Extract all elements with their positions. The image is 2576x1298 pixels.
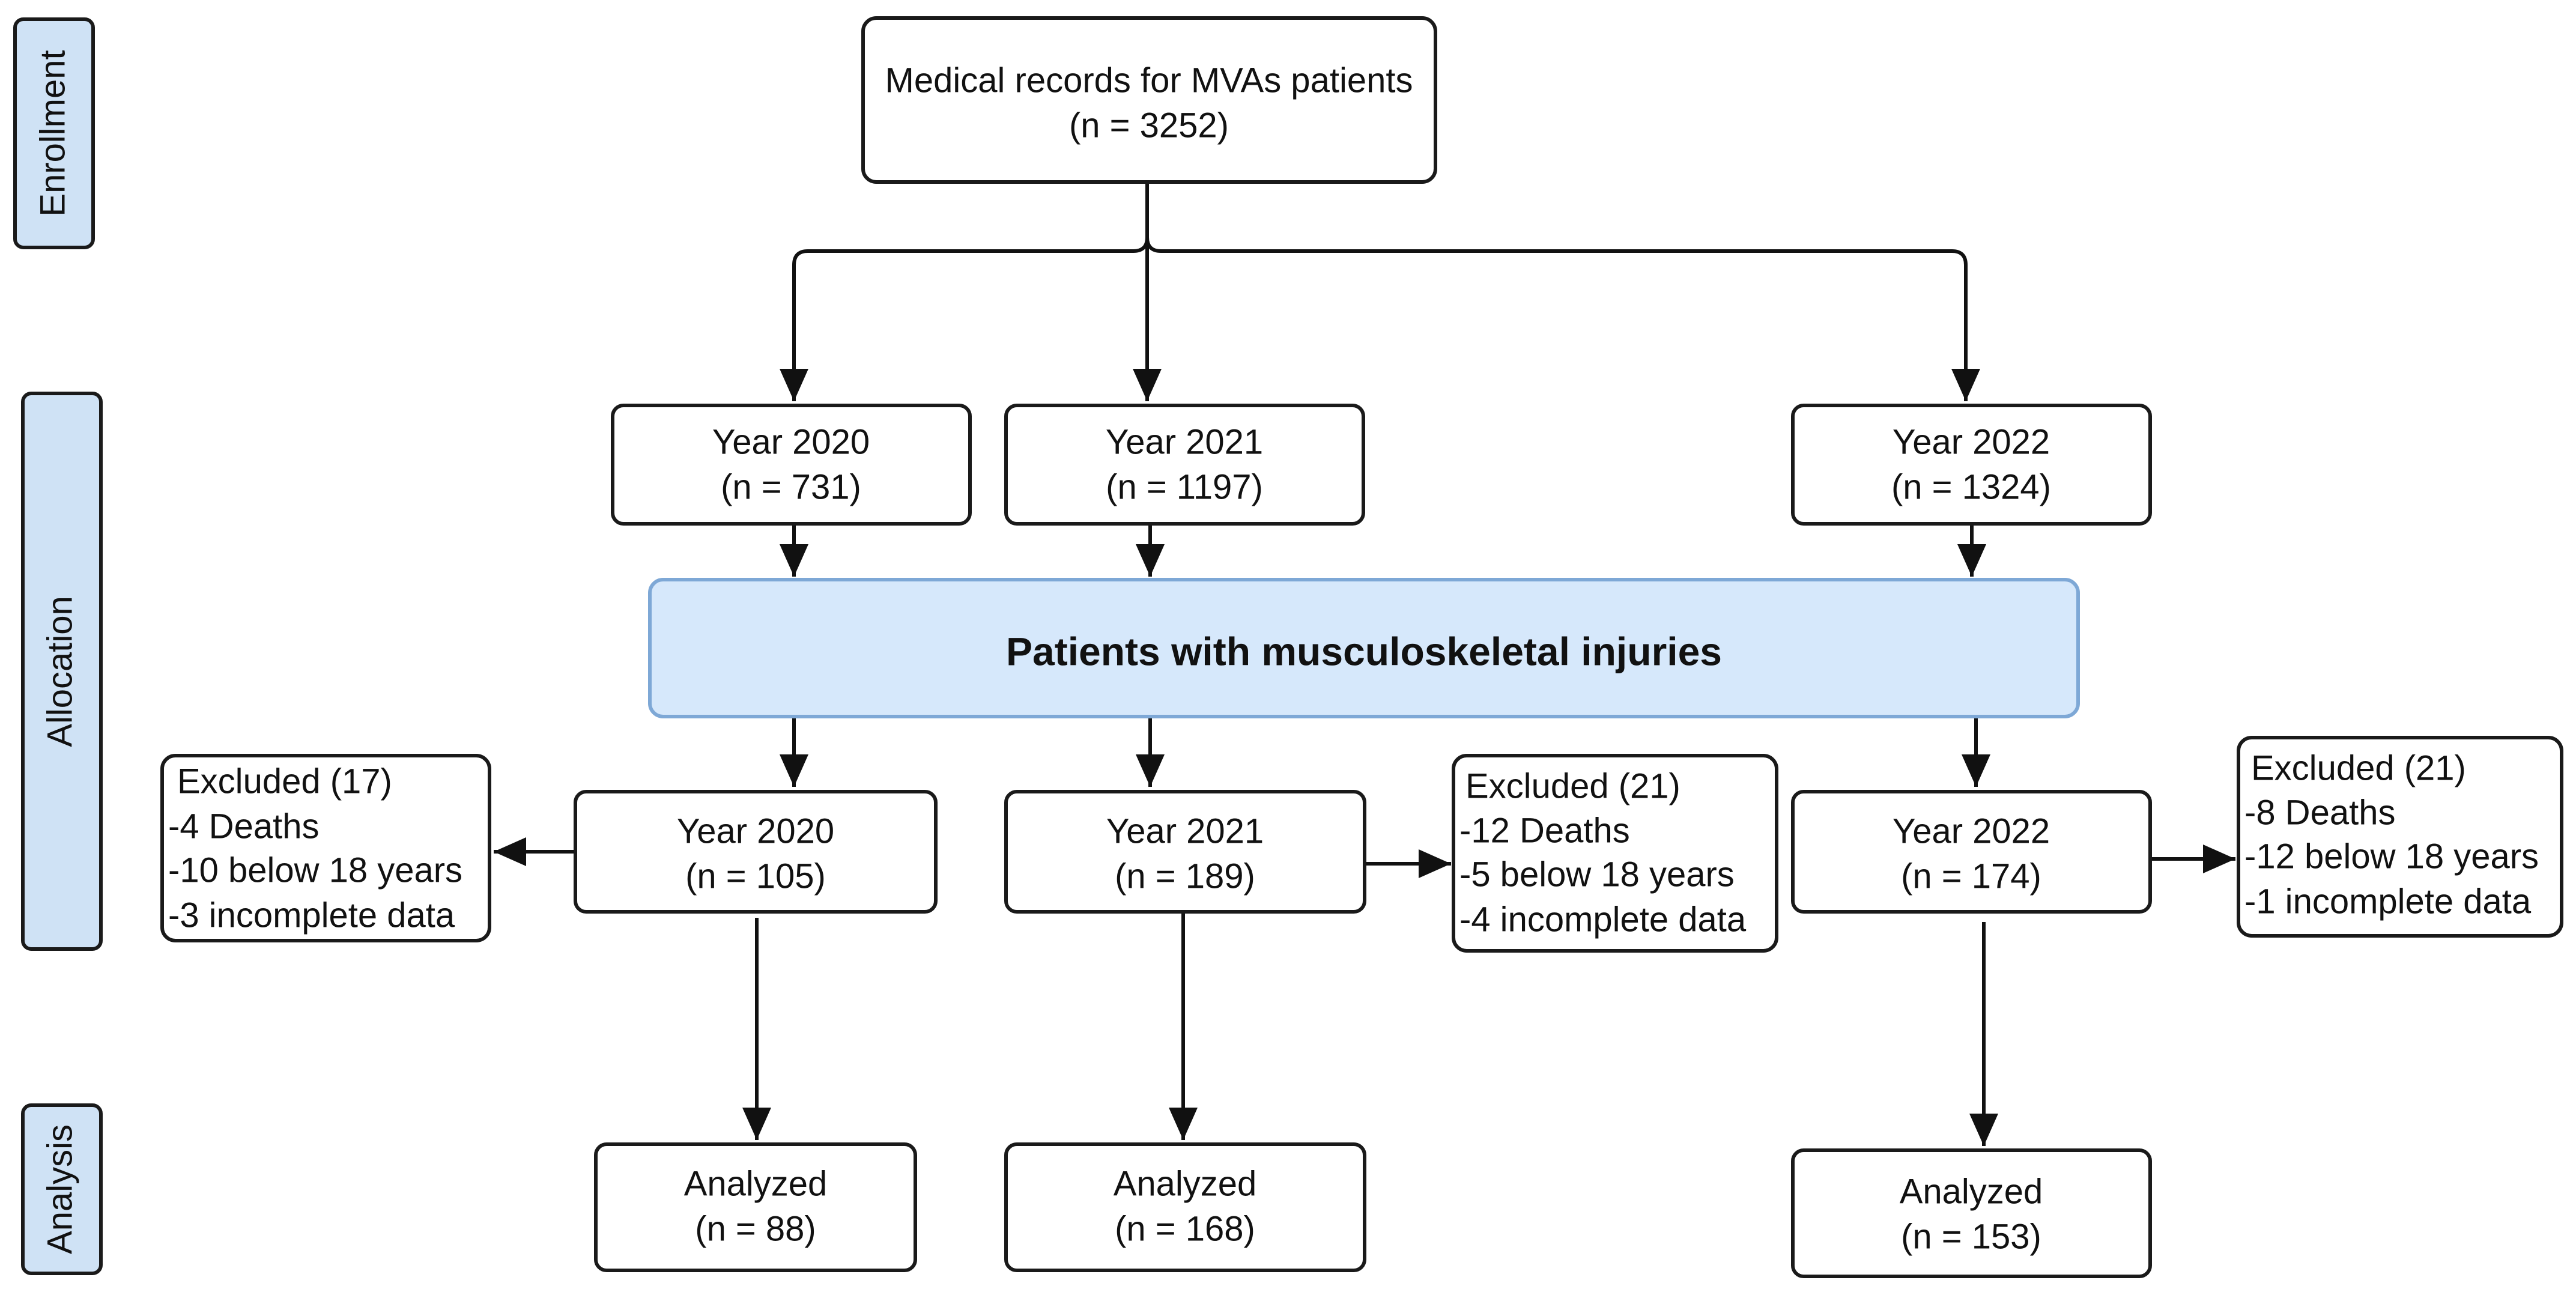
excluded-2020-item-3: -3 incomplete data	[168, 896, 455, 935]
stage-label-enrollment: Enrollment	[13, 17, 95, 249]
filtered-year-box-2020: Year 2020 (n = 105)	[574, 790, 938, 914]
allocation-year-2021-label: Year 2021	[1106, 422, 1263, 461]
musculoskeletal-banner-text: Patients with musculoskeletal injuries	[1006, 629, 1722, 673]
excluded-box-2020: Excluded (17) -4 Deaths -10 below 18 yea…	[160, 754, 491, 942]
analyzed-box-2021: Analyzed (n = 168)	[1004, 1142, 1366, 1272]
allocation-year-2020-count: (n = 731)	[721, 467, 861, 506]
analyzed-box-2020: Analyzed (n = 88)	[594, 1142, 917, 1272]
filtered-year-2021-label: Year 2021	[1106, 811, 1264, 851]
allocation-year-2022-label: Year 2022	[1893, 422, 2050, 461]
excluded-2022-item-2: -12 below 18 years	[2244, 837, 2539, 876]
excluded-box-2021: Excluded (21) -12 Deaths -5 below 18 yea…	[1452, 754, 1778, 953]
allocation-year-2022-count: (n = 1324)	[1891, 467, 2051, 506]
enrollment-box: Medical records for MVAs patients (n = 3…	[861, 16, 1437, 184]
enrollment-box-line1: Medical records for MVAs patients	[885, 61, 1413, 100]
filtered-year-box-2022: Year 2022 (n = 174)	[1791, 790, 2152, 914]
filtered-year-2021-count: (n = 189)	[1115, 857, 1255, 896]
arrow-enrollment-to-2020	[780, 182, 1149, 401]
stage-label-allocation: Allocation	[21, 392, 103, 951]
filtered-year-2020-label: Year 2020	[677, 811, 834, 851]
excluded-2022-item-1: -8 Deaths	[2244, 793, 2395, 832]
excluded-2020-title: Excluded (17)	[177, 762, 392, 801]
analyzed-2020-count: (n = 88)	[695, 1209, 816, 1248]
musculoskeletal-banner: Patients with musculoskeletal injuries	[648, 578, 2080, 718]
allocation-year-box-2022: Year 2022 (n = 1324)	[1791, 404, 2152, 526]
analyzed-2020-label: Analyzed	[684, 1164, 828, 1203]
excluded-2021-item-1: -12 Deaths	[1459, 811, 1630, 850]
filtered-year-box-2021: Year 2021 (n = 189)	[1004, 790, 1366, 914]
filtered-year-2022-count: (n = 174)	[1901, 857, 2041, 896]
analyzed-2022-count: (n = 153)	[1901, 1217, 2041, 1256]
excluded-2022-item-3: -1 incomplete data	[2244, 882, 2532, 921]
allocation-year-box-2021: Year 2021 (n = 1197)	[1004, 404, 1365, 526]
excluded-2021-item-3: -4 incomplete data	[1459, 900, 1747, 939]
filtered-year-2020-count: (n = 105)	[685, 857, 826, 896]
analyzed-2021-count: (n = 168)	[1115, 1209, 1255, 1248]
stage-label-enrollment-text: Enrollment	[33, 50, 72, 216]
excluded-2022-title: Excluded (21)	[2251, 748, 2466, 787]
excluded-2021-item-2: -5 below 18 years	[1459, 855, 1735, 894]
arrow-enrollment-to-2022	[1145, 237, 1980, 401]
analyzed-2021-label: Analyzed	[1114, 1164, 1257, 1203]
allocation-year-box-2020: Year 2020 (n = 731)	[611, 404, 972, 526]
allocation-year-2020-label: Year 2020	[712, 422, 870, 461]
filtered-year-2022-label: Year 2022	[1893, 811, 2050, 851]
excluded-2020-item-1: -4 Deaths	[168, 807, 319, 846]
connectors	[494, 182, 2235, 1146]
enrollment-box-line2: (n = 3252)	[1069, 106, 1229, 145]
stage-label-analysis: Analysis	[21, 1103, 103, 1275]
excluded-2021-title: Excluded (21)	[1465, 766, 1680, 805]
analyzed-box-2022: Analyzed (n = 153)	[1791, 1148, 2152, 1278]
excluded-box-2022: Excluded (21) -8 Deaths -12 below 18 yea…	[2237, 736, 2563, 938]
excluded-2020-item-2: -10 below 18 years	[168, 851, 462, 890]
stage-label-analysis-text: Analysis	[40, 1124, 79, 1254]
allocation-year-2021-count: (n = 1197)	[1106, 467, 1263, 506]
stage-label-allocation-text: Allocation	[40, 596, 79, 747]
analyzed-2022-label: Analyzed	[1900, 1172, 2043, 1211]
